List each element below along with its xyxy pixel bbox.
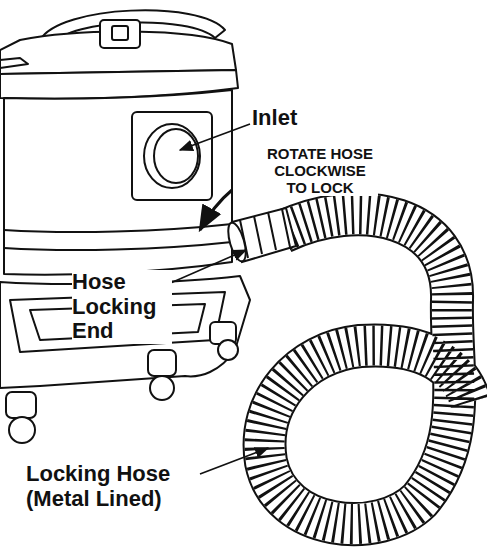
part-label: Inlet [252,106,342,131]
part-label: Hose Locking End [72,270,172,344]
instruction-label: ROTATE HOSE CLOCKWISE TO LOCK [262,146,378,196]
part-label: Locking Hose (Metal Lined) [26,462,194,511]
